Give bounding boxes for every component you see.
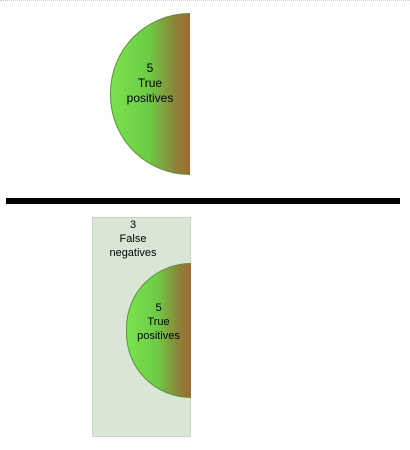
false-negatives-label: 3 False negatives [109,219,157,259]
true-positives-label-bottom: 5 True positives [137,302,180,342]
true-positives-label-top: 5 True positives [126,61,174,105]
top-border [0,0,410,1]
section-divider [6,198,400,204]
